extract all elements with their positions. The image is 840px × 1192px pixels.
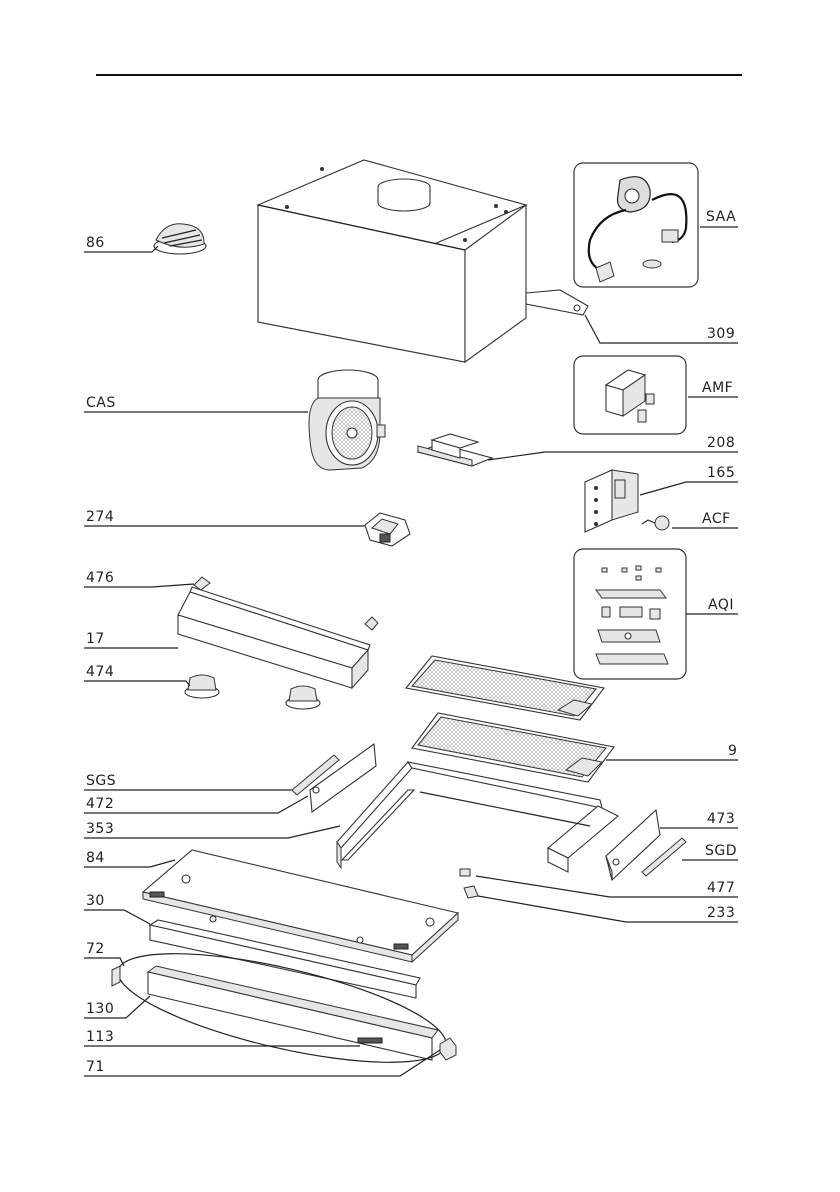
part-ACF-capacitor: [642, 516, 669, 530]
label-30: 30: [86, 893, 105, 909]
part-233-clip: [464, 886, 478, 898]
label-274: 274: [86, 509, 114, 525]
part-71-endcap: [440, 1038, 456, 1060]
label-AMF: AMF: [702, 380, 733, 396]
part-208-transformer: [418, 434, 492, 466]
label-SGD: SGD: [705, 843, 737, 859]
part-SAA-box: [574, 163, 698, 287]
label-113: 113: [86, 1029, 114, 1045]
label-72: 72: [86, 941, 105, 957]
hood-housing: [258, 160, 526, 362]
label-AQI: AQI: [708, 597, 734, 613]
part-477-clip: [460, 869, 470, 876]
label-SAA: SAA: [706, 209, 736, 225]
part-72-endcap: [112, 966, 120, 986]
label-309: 309: [707, 326, 735, 342]
label-477: 477: [707, 880, 735, 896]
part-86-valve: [154, 224, 206, 254]
part-17-channel: [178, 587, 370, 688]
label-84: 84: [86, 850, 105, 866]
label-CAS: CAS: [86, 395, 116, 411]
label-476: 476: [86, 570, 114, 586]
label-472: 472: [86, 796, 114, 812]
label-473: 473: [707, 811, 735, 827]
label-233: 233: [707, 905, 735, 921]
part-472-plate: [310, 744, 376, 812]
label-17: 17: [86, 631, 105, 647]
label-86: 86: [86, 235, 105, 251]
label-9: 9: [728, 743, 737, 759]
label-ACF: ACF: [702, 511, 731, 527]
part-CAS-blower: [309, 370, 385, 470]
label-208: 208: [707, 435, 735, 451]
part-274-switch: [365, 513, 410, 546]
label-474: 474: [86, 664, 114, 680]
part-AQI-box: [574, 549, 686, 679]
part-474-feet: [185, 675, 320, 709]
label-353: 353: [86, 821, 114, 837]
part-309-bracket: [526, 290, 588, 315]
label-130: 130: [86, 1001, 114, 1017]
label-SGS: SGS: [86, 773, 116, 789]
label-165: 165: [707, 465, 735, 481]
part-AMF-box: [574, 356, 686, 434]
part-165-block: [585, 470, 638, 532]
label-71: 71: [86, 1059, 105, 1075]
